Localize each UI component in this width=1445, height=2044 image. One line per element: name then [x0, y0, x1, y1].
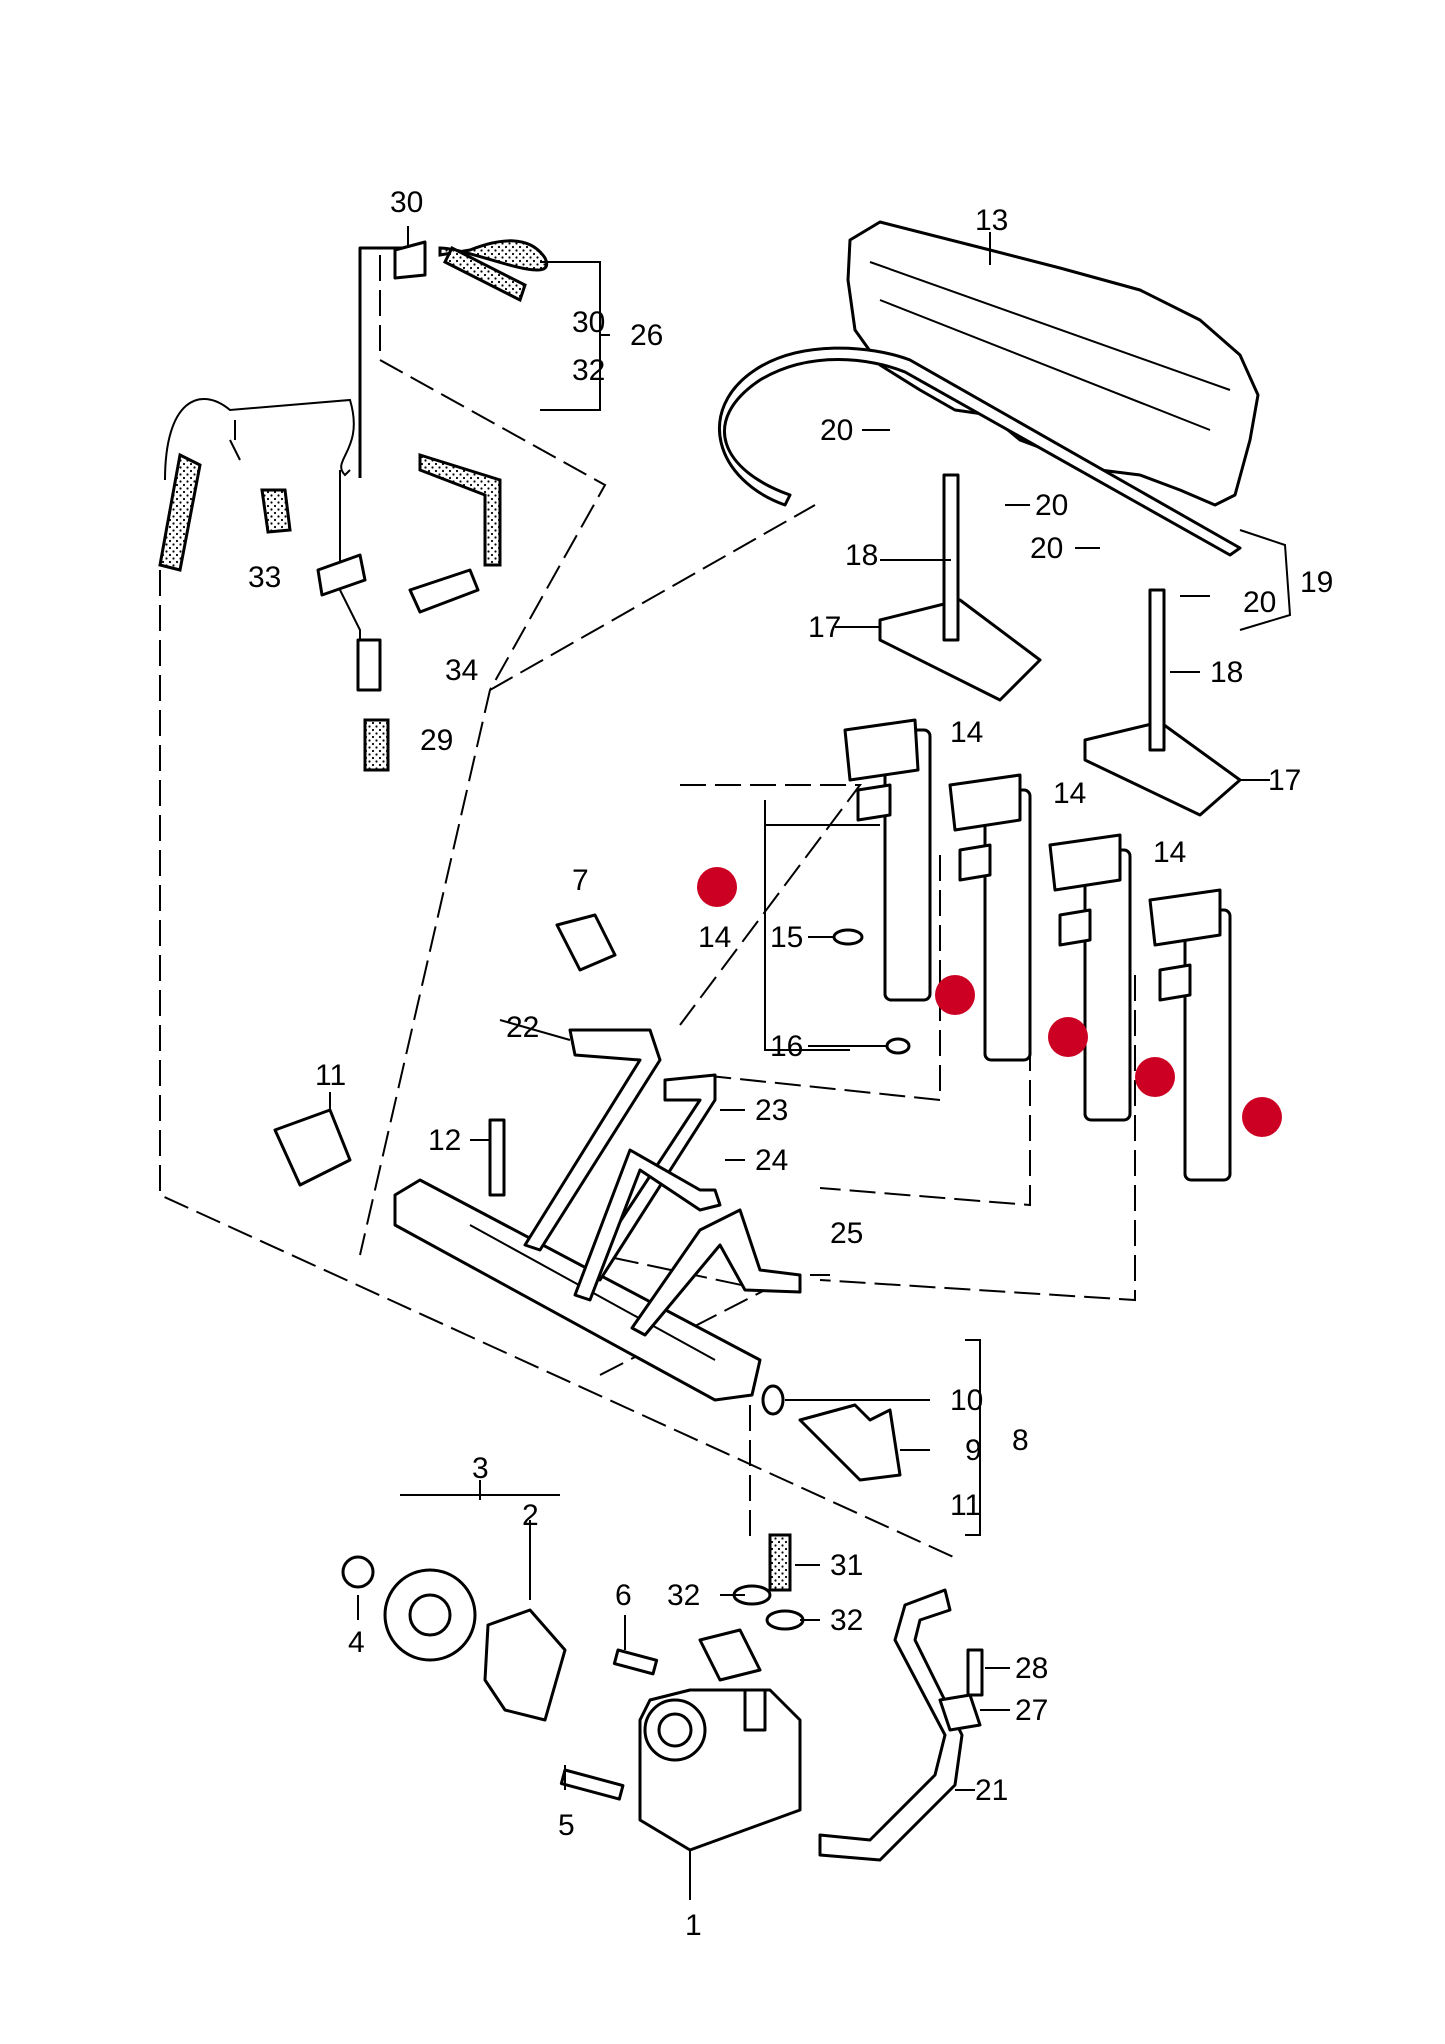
injector-4 — [1148, 888, 1232, 1182]
label-14-group: 14 — [698, 921, 731, 954]
label-24: 24 — [755, 1144, 788, 1177]
label-1: 1 — [685, 1909, 702, 1942]
fuel-return-line — [717, 346, 1242, 557]
bracket-27 — [938, 1693, 982, 1732]
injector-3 — [1048, 833, 1132, 1122]
hose-section-diagonal — [442, 245, 527, 303]
label-5: 5 — [558, 1809, 575, 1842]
label-10: 10 — [950, 1384, 983, 1417]
clamp-17-b — [1083, 720, 1242, 817]
seal-10 — [761, 1384, 785, 1416]
nipple-connector — [356, 638, 382, 692]
label-30-group: 30 — [572, 306, 605, 339]
injector-pipe-25 — [630, 1208, 802, 1337]
engine-cover — [846, 220, 1260, 507]
clip-30 — [393, 240, 427, 280]
hose-piece-29 — [363, 718, 390, 772]
screw-34 — [408, 568, 480, 614]
injector-2 — [948, 773, 1032, 1062]
bolt-12 — [488, 1118, 506, 1197]
bolt-18-a — [942, 473, 960, 642]
label-8: 8 — [1012, 1424, 1029, 1457]
label-20-d: 20 — [1243, 586, 1276, 619]
marker-1 — [697, 867, 737, 907]
label-16: 16 — [770, 1030, 803, 1063]
injector-1 — [843, 718, 932, 1002]
clamp-32-b — [765, 1609, 805, 1631]
hose-section-top — [438, 239, 549, 272]
label-12: 12 — [428, 1124, 461, 1157]
injector-pipe-22 — [523, 1028, 662, 1252]
label-6: 6 — [615, 1579, 632, 1612]
label-17-b: 17 — [1268, 764, 1301, 797]
label-18-a: 18 — [845, 539, 878, 572]
label-19: 19 — [1300, 566, 1333, 599]
label-21: 21 — [975, 1774, 1008, 1807]
hub-2 — [483, 1608, 567, 1722]
bolt-6 — [612, 1648, 659, 1676]
label-25: 25 — [830, 1217, 863, 1250]
label-33: 33 — [248, 561, 281, 594]
bolt-18-b — [1148, 588, 1166, 752]
label-14-a: 14 — [950, 716, 983, 749]
label-31: 31 — [830, 1549, 863, 1582]
pressure-sensor-11 — [273, 1108, 352, 1187]
high-pressure-line-21 — [818, 1588, 964, 1862]
bolt-5 — [559, 1768, 625, 1801]
label-15: 15 — [770, 921, 803, 954]
clamp-17-a — [878, 598, 1042, 702]
label-11-b: 11 — [950, 1489, 981, 1522]
label-28: 28 — [1015, 1652, 1048, 1685]
marker-2 — [935, 975, 975, 1015]
label-3: 3 — [472, 1452, 489, 1485]
nut-4 — [341, 1555, 375, 1589]
label-14-b: 14 — [1053, 777, 1086, 810]
label-22: 22 — [506, 1011, 539, 1044]
label-20-a: 20 — [820, 414, 853, 447]
label-7: 7 — [572, 864, 589, 897]
label-29: 29 — [420, 724, 453, 757]
pressure-valve-9 — [798, 1403, 902, 1482]
label-20-b: 20 — [1035, 489, 1068, 522]
label-14-c: 14 — [1153, 836, 1186, 869]
label-4: 4 — [348, 1626, 365, 1659]
label-34: 34 — [445, 654, 478, 687]
label-9: 9 — [965, 1434, 982, 1467]
label-18-b: 18 — [1210, 656, 1243, 689]
hose-31 — [768, 1533, 792, 1592]
label-13: 13 — [975, 204, 1008, 237]
label-2: 2 — [522, 1499, 539, 1532]
o-ring-15 — [832, 928, 864, 946]
connector-7 — [555, 913, 617, 972]
label-30-top: 30 — [390, 186, 423, 219]
marker-5 — [1242, 1097, 1282, 1137]
label-32-group: 32 — [572, 354, 605, 387]
leak-off-line-assembly — [158, 239, 549, 772]
label-27: 27 — [1015, 1694, 1048, 1727]
part-labels: 30 30 26 32 33 34 29 13 20 20 20 20 19 1… — [248, 186, 1333, 1942]
injector-pipe-24 — [573, 1148, 722, 1302]
red-markers — [697, 867, 1282, 1137]
label-32-b: 32 — [830, 1604, 863, 1637]
bolt-28 — [966, 1648, 984, 1697]
high-pressure-pump — [638, 1628, 802, 1852]
leader-lines — [329, 226, 1292, 1900]
label-20-c: 20 — [1030, 532, 1063, 565]
marker-4 — [1135, 1057, 1175, 1097]
sprocket-3 — [383, 1568, 477, 1662]
label-32-a: 32 — [667, 1579, 700, 1612]
label-26: 26 — [630, 319, 663, 352]
label-23: 23 — [755, 1094, 788, 1127]
hose-right — [418, 452, 502, 567]
marker-3 — [1048, 1017, 1088, 1057]
hose-left — [158, 452, 202, 572]
hose-piece-33 — [260, 488, 292, 534]
label-17-a: 17 — [808, 611, 841, 644]
label-11-a: 11 — [315, 1059, 346, 1092]
seal-16 — [885, 1037, 911, 1055]
clip-bracket — [316, 553, 367, 597]
